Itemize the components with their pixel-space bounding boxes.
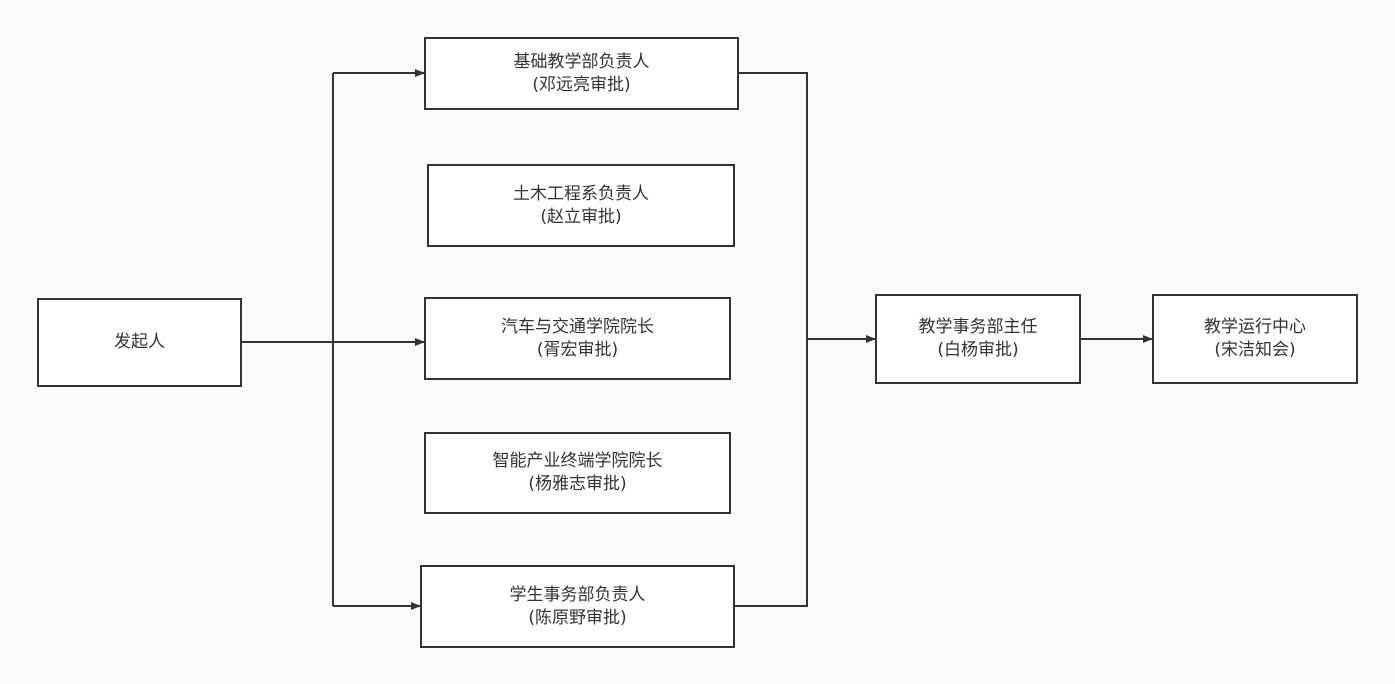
node-smart-terminal: 智能产业终端学院院长 (杨雅志审批) — [424, 432, 731, 514]
node-student-affairs: 学生事务部负责人 (陈原野审批) — [420, 565, 735, 648]
node-basic-teaching-approver: (邓远亮审批) — [532, 74, 631, 95]
node-student-affairs-approver: (陈原野审批) — [528, 607, 627, 628]
node-smart-terminal-approver: (杨雅志审批) — [528, 474, 627, 494]
node-smart-terminal-title: 智能产业终端学院院长 — [492, 451, 663, 471]
node-teaching-director-title: 教学事务部主任 — [918, 317, 1038, 337]
node-civil-engineering-title: 土木工程系负责人 — [513, 183, 649, 204]
node-civil-engineering: 土木工程系负责人 (赵立审批) — [427, 164, 735, 247]
node-initiator: 发起人 — [37, 298, 242, 387]
node-teaching-center: 教学运行中心 (宋洁知会) — [1152, 294, 1358, 384]
node-teaching-director-approver: (白杨审批) — [937, 340, 1019, 360]
node-basic-teaching-title: 基础教学部负责人 — [513, 51, 650, 72]
connector-basic-teaching-out — [734, 72, 808, 607]
node-teaching-center-notify: (宋洁知会) — [1214, 340, 1296, 360]
node-automotive-approver: (胥宏审批) — [536, 339, 619, 360]
node-automotive: 汽车与交通学院院长 (胥宏审批) — [424, 297, 731, 380]
node-automotive-title: 汽车与交通学院院长 — [501, 316, 654, 337]
node-civil-engineering-approver: (赵立审批) — [540, 206, 622, 227]
node-basic-teaching: 基础教学部负责人 (邓远亮审批) — [424, 37, 739, 110]
node-teaching-center-title: 教学运行中心 — [1204, 317, 1306, 337]
node-initiator-label: 发起人 — [114, 332, 165, 352]
node-student-affairs-title: 学生事务部负责人 — [509, 584, 646, 605]
node-teaching-director: 教学事务部主任 (白杨审批) — [875, 294, 1081, 384]
